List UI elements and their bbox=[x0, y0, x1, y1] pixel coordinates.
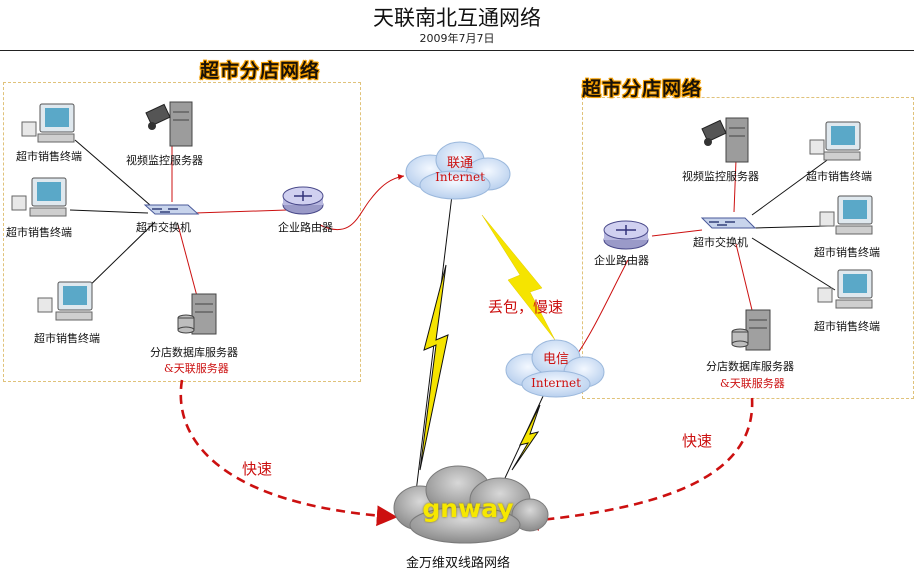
link-right-video bbox=[733, 159, 737, 213]
link-right-terminal-1 bbox=[751, 157, 831, 216]
left-router-icon bbox=[282, 186, 324, 215]
left-terminal-1-label: 超市销售终端 bbox=[16, 150, 82, 163]
right-terminal-3-label: 超市销售终端 bbox=[814, 320, 880, 333]
left-tianlian-server-label: &天联服务器 bbox=[164, 362, 229, 375]
right-video-server-label: 视频监控服务器 bbox=[682, 170, 759, 183]
right-terminal-2-label: 超市销售终端 bbox=[814, 246, 880, 259]
fast-note-right: 快速 bbox=[682, 432, 713, 450]
link-right-terminal-2 bbox=[754, 225, 829, 229]
unicom-cloud-name: 联通 bbox=[446, 156, 473, 171]
left-switch-icon bbox=[143, 204, 200, 215]
link-right-router-switch bbox=[651, 229, 703, 237]
lightning-unicom-telecom-slow bbox=[481, 214, 556, 341]
left-db-server-icon bbox=[177, 293, 217, 335]
left-lan-red-links bbox=[171, 145, 288, 301]
right-terminal-2-icon bbox=[819, 195, 873, 235]
link-right-terminal-3 bbox=[751, 237, 836, 291]
telecom-cloud bbox=[505, 339, 605, 398]
right-terminal-1-label: 超市销售终端 bbox=[806, 170, 872, 183]
unicom-cloud-sub: Internet bbox=[435, 170, 485, 184]
right-branch-title: 超市分店网络 bbox=[582, 78, 703, 100]
left-terminal-2-label: 超市销售终端 bbox=[6, 226, 72, 239]
page-date: 2009年7月7日 bbox=[419, 32, 495, 45]
left-branch-title: 超市分店网络 bbox=[200, 60, 321, 82]
gnway-caption: 金万维双线路网络 bbox=[406, 556, 511, 571]
link-left-db bbox=[177, 224, 199, 301]
right-lan-links bbox=[751, 157, 836, 291]
link-left-terminal-1 bbox=[74, 139, 151, 206]
slow-note: 丢包，慢速 bbox=[488, 298, 564, 316]
right-terminal-3-icon bbox=[817, 269, 873, 309]
link-left-terminal-2 bbox=[69, 209, 149, 214]
left-terminal-1-icon bbox=[21, 103, 75, 143]
right-lan-red-links bbox=[651, 159, 753, 311]
left-lan-links bbox=[69, 139, 156, 296]
lightning-telecom-gnway bbox=[504, 391, 546, 479]
right-router-icon bbox=[603, 220, 649, 250]
header-divider bbox=[0, 50, 914, 51]
left-switch-label: 超市交换机 bbox=[136, 221, 191, 234]
left-terminal-3-label: 超市销售终端 bbox=[34, 332, 100, 345]
right-db-server-label: 分店数据库服务器 bbox=[706, 360, 794, 373]
right-router-label: 企业路由器 bbox=[594, 254, 649, 267]
page-title: 天联南北互通网络 bbox=[373, 6, 541, 30]
link-left-terminal-3 bbox=[79, 221, 156, 296]
telecom-cloud-name: 电信 bbox=[542, 352, 569, 367]
gnway-cloud bbox=[393, 465, 549, 544]
fast-link-left bbox=[179, 379, 398, 527]
right-db-server-icon bbox=[731, 309, 771, 351]
link-right-db bbox=[735, 243, 753, 311]
left-router-label: 企业路由器 bbox=[278, 221, 333, 234]
lightning-unicom-gnway bbox=[415, 194, 453, 493]
left-db-server-label: 分店数据库服务器 bbox=[150, 346, 238, 359]
left-terminal-3-icon bbox=[37, 281, 93, 321]
right-tianlian-server-label: &天联服务器 bbox=[720, 377, 785, 390]
right-switch-icon bbox=[700, 217, 757, 229]
fast-note-left: 快速 bbox=[242, 460, 273, 478]
fast-link-right bbox=[517, 397, 754, 531]
right-video-server-icon bbox=[701, 117, 749, 163]
link-left-switch-router bbox=[194, 209, 288, 214]
right-terminal-1-icon bbox=[809, 121, 861, 161]
unicom-cloud bbox=[405, 141, 511, 200]
link-left-router-to-unicom bbox=[319, 174, 405, 231]
gnway-logo-text: gnway bbox=[422, 494, 514, 523]
right-switch-label: 超市交换机 bbox=[693, 236, 748, 249]
left-terminal-2-icon bbox=[11, 177, 67, 217]
left-video-server-icon bbox=[145, 101, 193, 147]
telecom-cloud-sub: Internet bbox=[531, 376, 581, 390]
left-video-server-label: 视频监控服务器 bbox=[126, 154, 203, 167]
link-right-router-to-telecom bbox=[572, 259, 629, 361]
